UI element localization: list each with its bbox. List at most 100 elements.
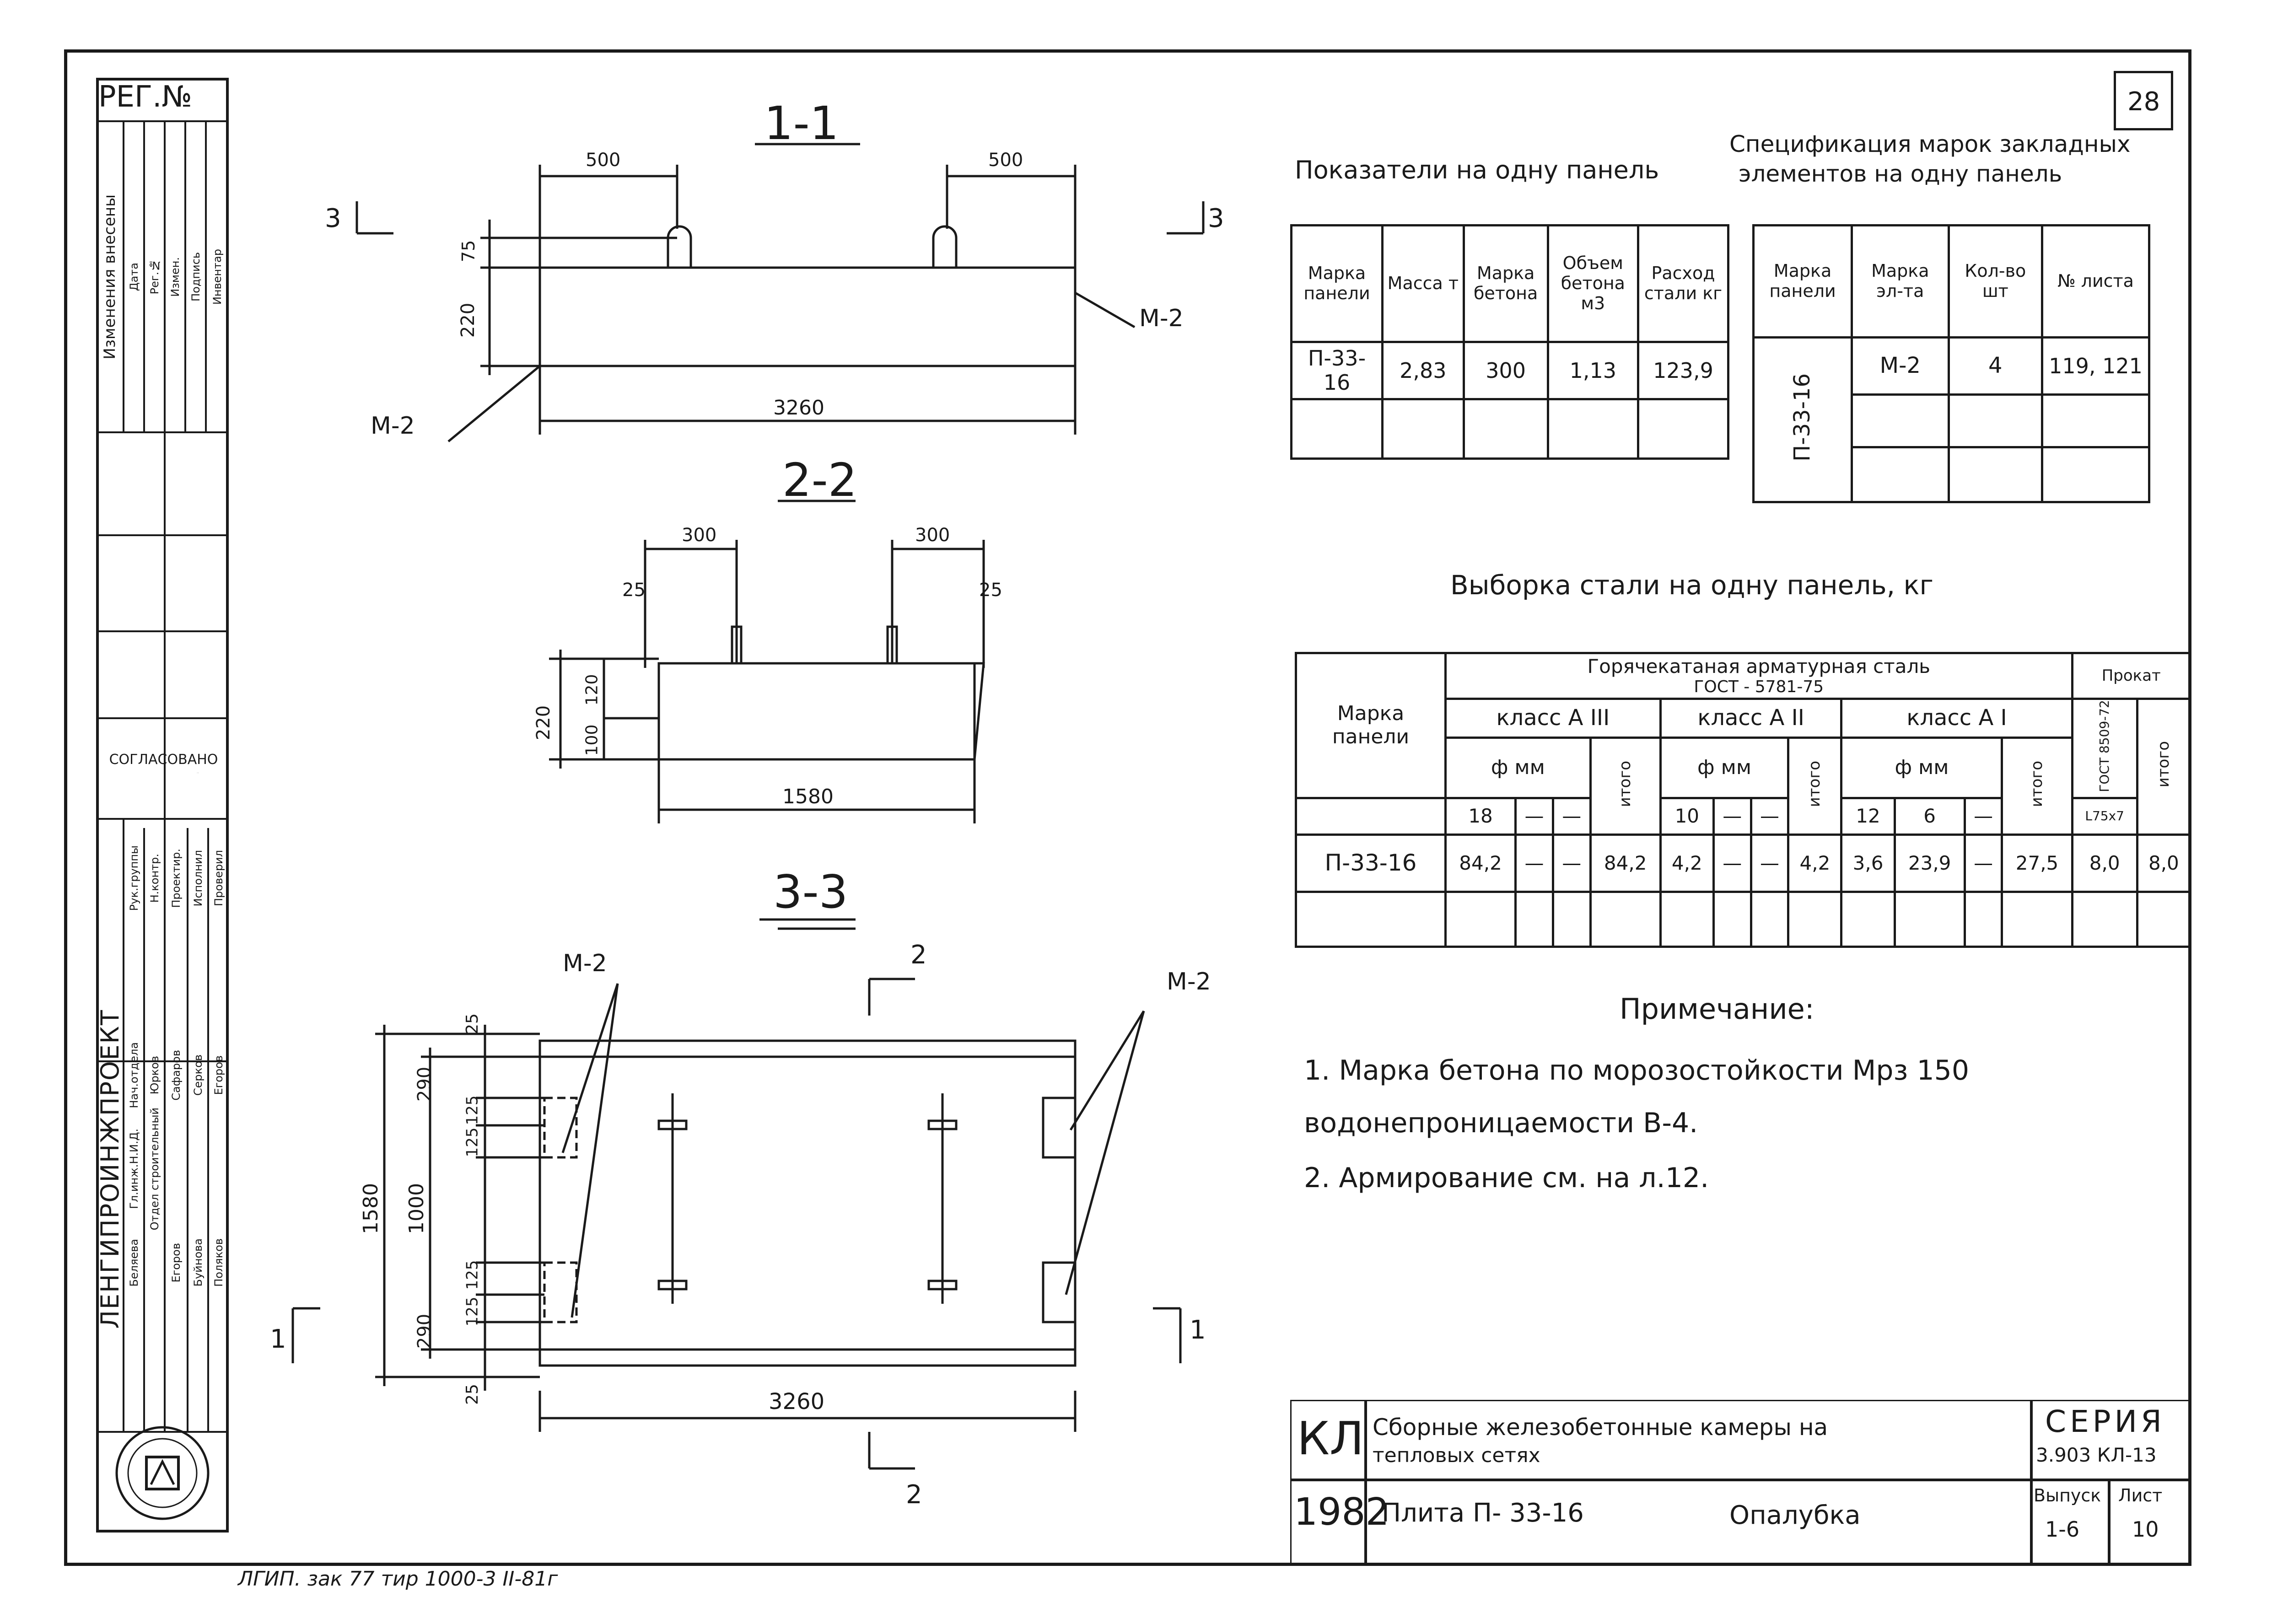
ind-concrete: 300 bbox=[1462, 341, 1549, 400]
company-logo-icon bbox=[115, 1426, 210, 1520]
title-series-label: СЕРИЯ bbox=[2045, 1404, 2165, 1439]
title-line2: тепловых сетях bbox=[1373, 1444, 1540, 1467]
title-kl: КЛ bbox=[1297, 1412, 1364, 1465]
section2-title: 2-2 bbox=[782, 453, 857, 507]
steel-table: Марка панели Горячекатаная арматурная ст… bbox=[1295, 652, 2192, 948]
steel-dia-4: 10 bbox=[1659, 796, 1715, 836]
section3-cut-1-right: 1 bbox=[1190, 1315, 1206, 1345]
embed-left-top bbox=[543, 1097, 578, 1159]
notes-title: Примечание: bbox=[1620, 992, 1814, 1026]
steel-dia-6: — bbox=[1750, 796, 1790, 836]
section3-label-m2-right: М-2 bbox=[1167, 968, 1211, 995]
title-type: Опалубка bbox=[1729, 1500, 1861, 1530]
steel-v-2: — bbox=[1514, 833, 1554, 893]
title-sheet-label: Лист bbox=[2118, 1485, 2163, 1506]
name-col-h: Беляева bbox=[197, 773, 199, 774]
steel-v-8: 4,2 bbox=[1787, 833, 1843, 893]
page-number: 28 bbox=[2127, 87, 2160, 117]
emb-panel-cell: П-33-16 bbox=[1752, 336, 1853, 503]
steel-total-a3: итого bbox=[1616, 760, 1635, 807]
section2-loop-left bbox=[731, 625, 743, 665]
steel-dia-a2: ф мм bbox=[1659, 737, 1790, 799]
title-sheet-value: 10 bbox=[2132, 1517, 2159, 1542]
steel-gost-rolled-cell: ГОСТ 8509-72 bbox=[2071, 698, 2138, 799]
title-issue-label: Выпуск bbox=[2034, 1485, 2101, 1506]
section1-dim-500-right: 500 bbox=[988, 150, 1023, 171]
section3-cut-2-bottom: 2 bbox=[906, 1480, 922, 1510]
reg-label: РЕГ.№ bbox=[98, 80, 192, 114]
section2-dim-220: 220 bbox=[533, 705, 555, 741]
steel-h-group-line1: Горячекатаная арматурная сталь bbox=[1587, 655, 1931, 678]
steel-panel-spacer bbox=[1295, 796, 1447, 836]
ind-h-mass: Масса т bbox=[1381, 224, 1465, 343]
steel-dia-1: 18 bbox=[1444, 796, 1517, 836]
title-year: 1982 bbox=[1294, 1490, 1389, 1534]
section1-label-m2-right: М-2 bbox=[1139, 305, 1184, 332]
section3-label-m2-left: М-2 bbox=[563, 950, 607, 977]
embedded-title-line2: элементов на одну панель bbox=[1739, 161, 2062, 187]
section3-dim-290-bottom: 290 bbox=[414, 1313, 436, 1349]
steel-class-a2: класс А II bbox=[1659, 698, 1843, 739]
section1-loop-left bbox=[667, 225, 692, 268]
title-issue-value: 1-6 bbox=[2045, 1517, 2080, 1542]
title-block-grid bbox=[1290, 1400, 2191, 1566]
emb-element: М-2 bbox=[1851, 336, 1950, 396]
section1-dim-500-left: 500 bbox=[586, 150, 621, 171]
steel-v-4: 84,2 bbox=[1589, 833, 1662, 893]
embed-left-bottom bbox=[543, 1261, 578, 1323]
section2-dim-25-right: 25 bbox=[979, 580, 1002, 601]
ind-h-steel: Расход стали кг bbox=[1637, 224, 1730, 343]
emb-h-panel: Марка панели bbox=[1752, 224, 1853, 339]
agreed-label: СОГЛАСОВАНО bbox=[109, 751, 218, 768]
section1-dim-3260: 3260 bbox=[773, 396, 824, 419]
title-item: Плита П- 33-16 bbox=[1382, 1498, 1584, 1528]
steel-h-group: Горячекатаная арматурная сталь ГОСТ - 57… bbox=[1444, 652, 2073, 700]
steel-dia-9: — bbox=[1963, 796, 2003, 836]
steel-v-3: — bbox=[1551, 833, 1592, 893]
steel-total-a3-cell: итого bbox=[1589, 737, 1662, 836]
section1-dim-75: 75 bbox=[458, 240, 479, 263]
steel-class-a3: класс А III bbox=[1444, 698, 1662, 739]
section3-dim-125-a: 125 bbox=[463, 1095, 482, 1125]
steel-total-rolled: итого bbox=[2154, 741, 2173, 788]
embed-right-bottom bbox=[1042, 1261, 1077, 1323]
emb-h-element: Марка эл-та bbox=[1851, 224, 1950, 339]
indicators-table: Марка панели Масса т Марка бетона Объем … bbox=[1290, 224, 1730, 460]
section1-cut-3-left: 3 bbox=[325, 204, 341, 233]
steel-total-a1: итого bbox=[2027, 760, 2046, 807]
steel-dia-7: 12 bbox=[1840, 796, 1896, 836]
section3-title: 3-3 bbox=[773, 865, 848, 919]
section3-dim-125-c: 125 bbox=[463, 1260, 482, 1290]
section1-title: 1-1 bbox=[764, 97, 839, 150]
notes-line1: 1. Марка бетона по морозостойкости Мрз 1… bbox=[1304, 1054, 1970, 1086]
emb-count: 4 bbox=[1947, 336, 2044, 396]
ind-mass: 2,83 bbox=[1381, 341, 1465, 400]
steel-total-a2: итого bbox=[1805, 760, 1824, 807]
section3-dim-25-bottom: 25 bbox=[463, 1384, 482, 1405]
page-number-box bbox=[2114, 71, 2173, 130]
section2-dim-300-right: 300 bbox=[915, 525, 950, 546]
steel-gost-rolled: ГОСТ 8509-72 bbox=[2097, 700, 2112, 792]
section1-loop-right bbox=[932, 225, 958, 268]
steel-v-7: — bbox=[1750, 833, 1790, 893]
steel-h-rolled: Прокат bbox=[2071, 652, 2192, 700]
steel-v-13: 8,0 bbox=[2071, 833, 2138, 893]
steel-class-a1: класс А I bbox=[1840, 698, 2073, 739]
steel-v-9: 3,6 bbox=[1840, 833, 1896, 893]
section2-dim-25-left: 25 bbox=[622, 580, 646, 601]
section2-loop-right bbox=[886, 625, 898, 665]
section3-dim-25-top: 25 bbox=[463, 1013, 482, 1034]
steel-v-1: 84,2 bbox=[1444, 833, 1517, 893]
steel-panel: П-33-16 bbox=[1295, 833, 1447, 893]
section3-dim-1580: 1580 bbox=[359, 1183, 382, 1234]
steel-dia-8: 6 bbox=[1893, 796, 1966, 836]
steel-dia-a1: ф мм bbox=[1840, 737, 2003, 799]
section2-dim-300-left: 300 bbox=[682, 525, 717, 546]
embedded-title-line1: Спецификация марок закладных bbox=[1729, 131, 2131, 157]
section3-cut-1-left: 1 bbox=[270, 1324, 286, 1354]
emb-panel: П-33-16 bbox=[1789, 373, 1815, 462]
ind-volume: 1,13 bbox=[1546, 341, 1639, 400]
section3-dim-1000: 1000 bbox=[404, 1183, 428, 1234]
steel-h-group-line2: ГОСТ - 5781-75 bbox=[1694, 677, 1824, 696]
